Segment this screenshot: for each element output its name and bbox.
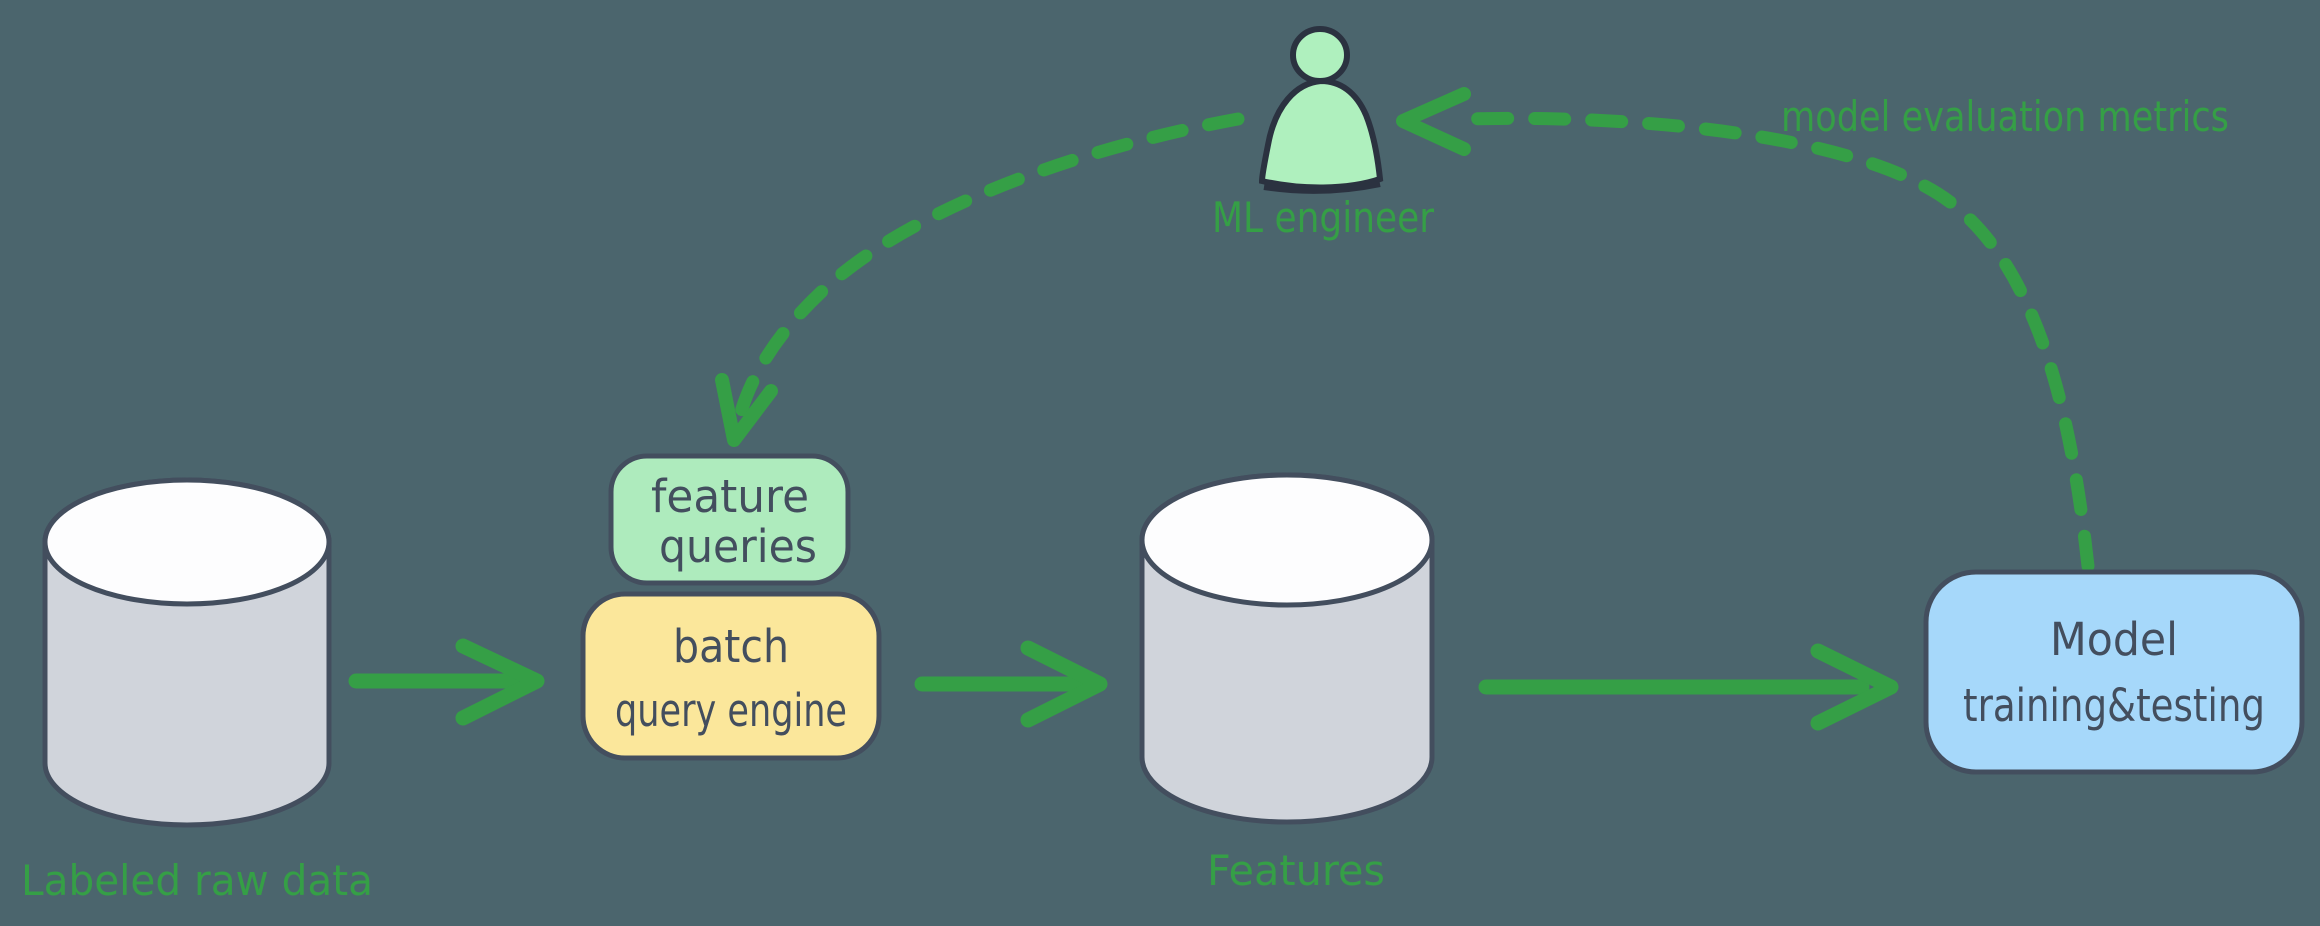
- ml-engineer-body: [1258, 77, 1384, 191]
- ml-engineer-head: [1290, 26, 1350, 84]
- arrow-batchengine-to-features: [914, 640, 1108, 728]
- metrics-dashed-curve: [1458, 111, 2095, 573]
- feature-queries-box: [608, 453, 851, 586]
- raw-data-label: Labeled raw data: [21, 856, 373, 905]
- edge-metrics-to-engineer: model evaluation metrics: [1396, 87, 2229, 573]
- arrowhead-icon: [1020, 640, 1108, 728]
- batch-engine-node: batch query engine: [580, 591, 882, 761]
- features-cylinder-top: [1139, 472, 1435, 608]
- ml-engineer-base-stroke: [1263, 181, 1381, 194]
- queries-arrowhead-icon: [715, 373, 778, 447]
- model-training-label-line2: training&testing: [1963, 679, 2265, 732]
- feature-store: Features: [1139, 472, 1435, 895]
- metrics-arrowhead-icon: [1396, 87, 1471, 156]
- model-training-label-line1: Model: [2050, 613, 2178, 666]
- feature-queries-label-line1: feature: [651, 470, 809, 523]
- queries-dashed-curve: [734, 112, 1245, 419]
- feature-queries-node: feature queries: [608, 453, 851, 586]
- metrics-edge-label: model evaluation metrics: [1781, 92, 2229, 141]
- model-training-box: [1923, 569, 2305, 775]
- batch-engine-label-line1: batch: [673, 620, 789, 673]
- edge-engineer-to-queries: [715, 112, 1245, 447]
- raw-data-cylinder-top: [42, 477, 332, 607]
- arrow-features-to-model: [1478, 643, 1899, 731]
- ml-engineer-icon: [1258, 26, 1384, 194]
- ml-engineer-label: ML engineer: [1212, 193, 1435, 242]
- raw-data-store: Labeled raw data: [21, 477, 373, 905]
- features-label: Features: [1207, 846, 1385, 895]
- batch-engine-label-line2: query engine: [615, 684, 847, 737]
- ml-engineer-node: ML engineer: [1212, 26, 1435, 242]
- model-training-node: Model training&testing: [1923, 569, 2305, 775]
- feature-queries-label-line2: queries: [659, 520, 817, 573]
- arrow-rawdata-to-batchengine: [348, 638, 545, 726]
- arrowhead-icon: [1810, 643, 1899, 731]
- arrowhead-icon: [455, 638, 545, 726]
- batch-engine-box: [580, 591, 882, 761]
